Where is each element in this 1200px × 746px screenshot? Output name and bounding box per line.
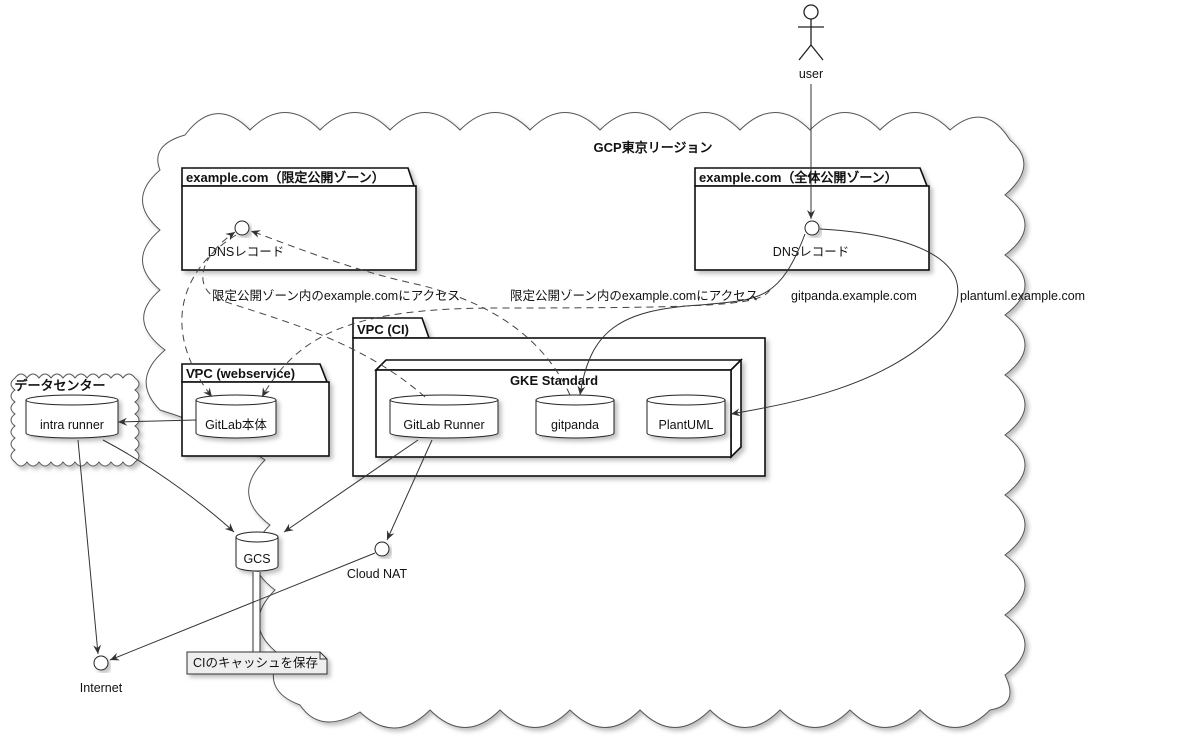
cache-note-text: CIのキャッシュを保存 xyxy=(193,656,318,670)
edge-intra-runner-to-internet xyxy=(77,439,102,655)
edge-label-private-access-2: 限定公開ゾーン内のexample.comにアクセス xyxy=(510,288,758,303)
gitlab-main-node-label: GitLab本体 xyxy=(205,418,267,432)
private-zone-package xyxy=(181,167,417,271)
gitpanda-node-label: gitpanda xyxy=(551,418,599,432)
user-actor-icon[interactable] xyxy=(798,4,824,61)
edge-runner-to-cloud-nat xyxy=(386,439,433,541)
edge-label-private-access-1: 限定公開ゾーン内のexample.comにアクセス xyxy=(212,288,460,303)
private-dns-record-node[interactable] xyxy=(234,220,250,236)
edge-runner-to-private-dns xyxy=(202,231,426,398)
intra-runner-node-label: intra runner xyxy=(40,418,104,432)
edge-label-gitpanda-domain: gitpanda.example.com xyxy=(791,289,917,303)
edge-label-plantuml-domain: plantuml.example.com xyxy=(960,289,1085,303)
internet-label: Internet xyxy=(80,681,123,695)
gcs-label: GCS xyxy=(243,552,270,566)
vpc-webservice-label: VPC (webservice) xyxy=(186,366,295,381)
user-label: user xyxy=(799,67,823,81)
public-dns-record-label: DNSレコード xyxy=(773,245,849,259)
edge-cloud-nat-to-internet xyxy=(109,552,376,661)
public-zone-label: example.com（全体公開ゾーン） xyxy=(699,170,898,185)
edge-public-dns-to-plantuml xyxy=(730,228,959,417)
edge-gitlab-dns-2 xyxy=(261,289,771,398)
internet-node[interactable] xyxy=(93,655,109,671)
gke-label: GKE Standard xyxy=(510,373,598,388)
intra-runner-node[interactable] xyxy=(25,394,119,439)
gitlab-runner-node[interactable] xyxy=(389,394,499,439)
cache-note xyxy=(186,572,328,675)
gitlab-main-node[interactable] xyxy=(195,394,277,439)
edge-runner-to-gcs xyxy=(283,439,419,533)
cloud-nat-node[interactable] xyxy=(374,541,390,557)
cloud-nat-label: Cloud NAT xyxy=(347,567,408,581)
plantuml-node-label: PlantUML xyxy=(659,418,714,432)
gcs-node[interactable] xyxy=(235,531,279,572)
public-dns-record-node[interactable] xyxy=(804,220,820,236)
gitpanda-node[interactable] xyxy=(535,394,615,439)
region-label: GCP東京リージョン xyxy=(594,140,713,155)
vpc-ci-label: VPC (CI) xyxy=(357,322,409,337)
edge-gitlab-dns-1 xyxy=(181,234,237,398)
datacenter-label: データセンター xyxy=(14,378,105,393)
edge-gitlab-to-intra-runner xyxy=(117,417,197,426)
plantuml-node[interactable] xyxy=(646,394,726,439)
gitlab-runner-node-label: GitLab Runner xyxy=(403,418,484,432)
private-dns-record-label: DNSレコード xyxy=(208,245,284,259)
edge-gitpanda-to-private-dns xyxy=(250,230,571,396)
edge-intra-runner-to-gcs xyxy=(102,439,235,533)
private-zone-label: example.com（限定公開ゾーン） xyxy=(186,170,385,185)
